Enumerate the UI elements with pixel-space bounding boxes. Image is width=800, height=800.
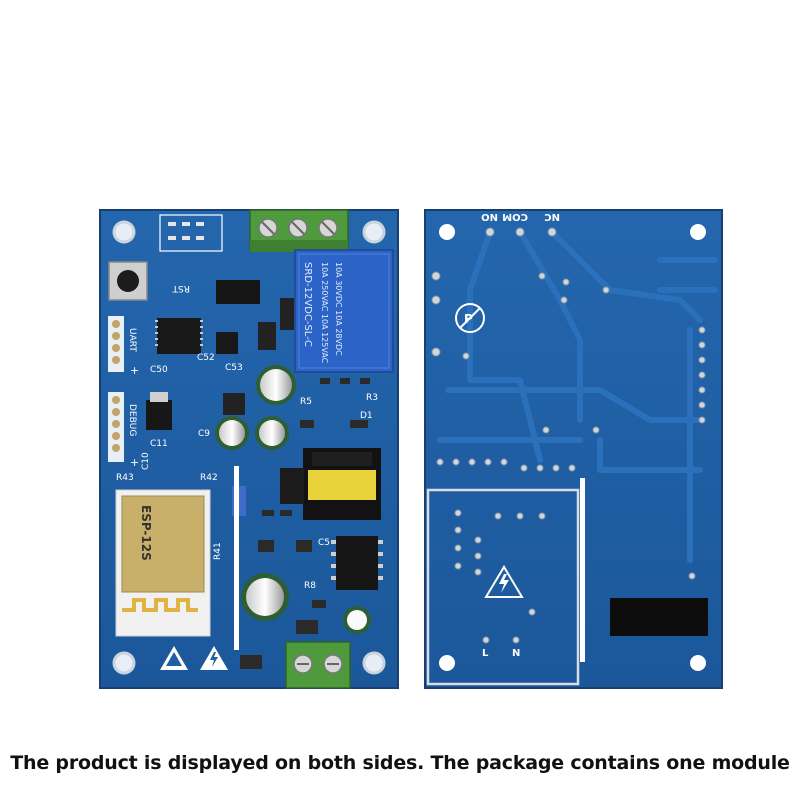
c9-label: C9 [198,429,210,439]
svg-text:+: + [130,456,139,469]
debug-label: DEBUG [127,404,137,436]
capacitor [215,416,249,450]
relay: SRD-12VDC-SL-C 10A 250VAC 10A 125VAC 10A… [294,249,394,373]
capacitor [241,573,289,621]
mount-hole [439,655,455,671]
c50-label: C50 [150,365,168,375]
pb-free-icon: P [455,303,485,333]
capacitor [343,606,371,634]
pcb-front: RST SRD-12VDC-SL-C 10A 250VAC 10A 125VAC… [99,209,399,689]
mount-hole [112,220,136,244]
esp-module: ESP-12S [115,489,211,637]
com-label: COM [502,211,528,222]
debug-header [108,392,124,462]
relay-model-text: SRD-12VDC-SL-C [302,262,313,347]
product-caption: The product is displayed on both sides. … [10,752,790,774]
high-voltage-warning-icon [200,646,228,670]
rst-label: RST [172,283,190,293]
r5-label: R5 [300,397,312,407]
r8-label: R8 [304,581,316,591]
l-label: L [482,648,489,659]
r42-label: R42 [200,473,218,483]
c11-label: C11 [150,439,168,449]
mount-hole [362,651,386,675]
high-voltage-warning-icon [484,565,524,598]
esp-module-label: ESP-12S [139,505,153,561]
no-label-top: NO [481,211,498,222]
n-label: N [512,648,520,659]
mount-hole [439,224,455,240]
c52-label: C52 [197,353,215,363]
solder-patch [610,598,708,636]
r3-label: R3 [366,393,378,403]
mount-hole [112,651,136,675]
mount-hole [690,224,706,240]
mount-hole [362,220,386,244]
transformer [303,448,381,520]
d1-label: D1 [360,411,373,421]
nc-label: NC [544,211,560,222]
r43-label: R43 [116,473,134,483]
capacitor [256,365,296,405]
mount-hole [690,655,706,671]
pcb-back: NO COM NC [424,209,723,689]
reset-button [108,261,148,301]
esd-warning-icon [160,646,188,670]
uart-header [108,316,124,372]
c53-label: C53 [225,363,243,373]
uart-label: UART [127,328,137,352]
relay-rating-2: 10A 30VDC 10A 28VDC [334,262,343,356]
svg-text:+: + [130,364,139,377]
terminal-block-top [249,209,349,252]
capacitor [255,416,289,450]
terminal-block-bottom [285,641,351,689]
c10-label: C10 [141,452,151,470]
r41-label: R41 [213,542,223,560]
svg-text:P: P [464,312,473,326]
c5-label: C5 [318,538,330,548]
relay-rating-1: 10A 250VAC 10A 125VAC [320,262,329,364]
